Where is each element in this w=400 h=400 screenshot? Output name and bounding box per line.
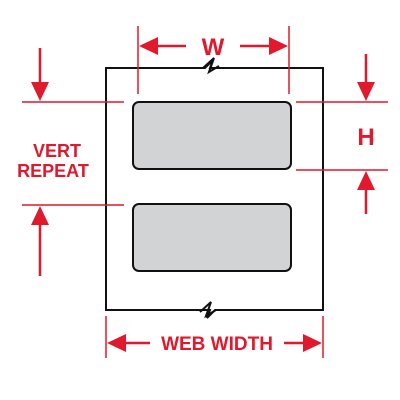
vert-repeat-arrowhead-bottom <box>31 206 49 225</box>
top-tear-break <box>202 57 220 75</box>
vert-repeat-label-line1: VERT <box>33 141 81 161</box>
dimension-lines <box>22 26 388 358</box>
web-outline <box>105 59 324 319</box>
w-arrowhead-left <box>139 37 158 55</box>
w-arrowhead-right <box>269 37 288 55</box>
label-top <box>132 101 292 170</box>
vert-repeat-label-line2: REPEAT <box>17 161 89 181</box>
height-label: H <box>357 124 374 151</box>
web-width-label: WEB WIDTH <box>161 334 273 355</box>
web-width-arrowhead-left <box>107 334 126 352</box>
h-arrowhead-bottom <box>357 171 375 190</box>
web-width-arrowhead-right <box>303 334 322 352</box>
h-arrowhead-top <box>357 82 375 101</box>
label-bottom <box>132 203 292 272</box>
bottom-tear-break <box>199 301 217 319</box>
width-label: W <box>202 34 225 61</box>
vert-repeat-arrowhead-top <box>31 82 49 101</box>
